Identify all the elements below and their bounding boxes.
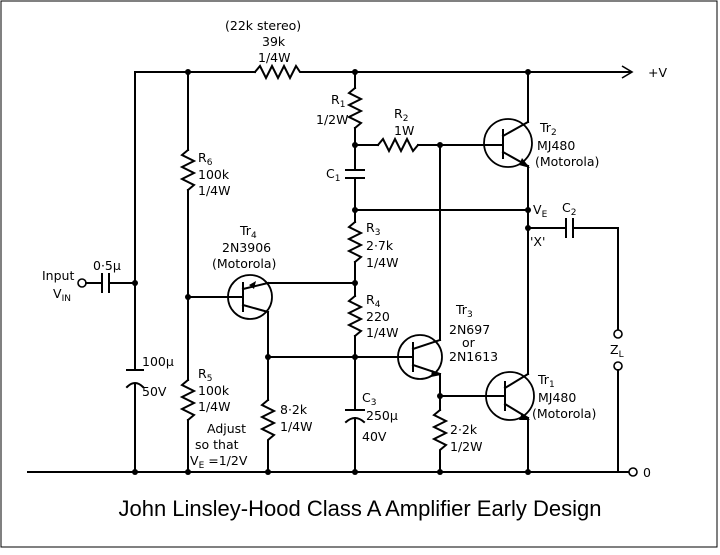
resistor-8k2	[259, 398, 277, 473]
tr3-label: Tr3	[455, 302, 473, 320]
c3-voltage: 40V	[362, 429, 387, 444]
r1-power: 1/2W	[316, 112, 348, 127]
c2-label: C2	[562, 200, 576, 218]
r-top-power: 1/4W	[258, 50, 290, 65]
transistor-tr2	[483, 118, 533, 168]
tr2-label: Tr2	[539, 120, 557, 138]
input-label: Input	[42, 268, 74, 283]
c1-label: C1	[326, 166, 340, 184]
transistor-tr3	[397, 334, 443, 380]
c-big-value: 100µ	[142, 354, 174, 369]
r22-value: 2·2k	[450, 422, 478, 437]
r1-label: R1	[331, 92, 345, 110]
c3-value: 250µ	[366, 408, 398, 423]
adjust-line3: VE =1/2V	[190, 453, 248, 471]
tr1-part: MJ480	[538, 390, 576, 405]
tr3-part2: 2N1613	[449, 349, 498, 364]
c-big-voltage: 50V	[142, 384, 167, 399]
r4-value: 220	[366, 309, 390, 324]
tr3-or: or	[462, 335, 476, 350]
vin-label: VIN	[53, 286, 71, 304]
tr4-make: (Motorola)	[212, 256, 276, 271]
junction-dots	[132, 69, 531, 475]
rail-plus-label: +V	[648, 65, 667, 80]
r4-power: 1/4W	[366, 325, 398, 340]
tr1-make: (Motorola)	[532, 406, 596, 421]
r-top-note: (22k stereo)	[225, 18, 301, 33]
tr4-part: 2N3906	[222, 240, 271, 255]
tr2-make: (Motorola)	[535, 154, 599, 169]
center-column	[344, 71, 366, 473]
ground-rail	[27, 467, 638, 477]
c3-label: C3	[362, 390, 376, 408]
r4-label: R4	[366, 292, 381, 310]
tr4-label: Tr4	[239, 223, 257, 241]
transistor-tr4	[227, 274, 273, 320]
r22-power: 1/2W	[450, 439, 482, 454]
r82-value: 8·2k	[280, 402, 308, 417]
output-capacitor-c2	[527, 218, 619, 331]
tr2-part: MJ480	[537, 138, 575, 153]
resistor-r2	[354, 136, 491, 154]
c-in-value: 0·5µ	[93, 258, 121, 273]
caption: John Linsley-Hood Class A Amplifier Earl…	[118, 496, 601, 521]
r6-value: 100k	[198, 167, 230, 182]
resistor-2k2	[431, 408, 449, 473]
adjust-line2: so that	[195, 437, 239, 452]
positive-rail	[134, 65, 634, 79]
point-x-label: 'X'	[530, 234, 545, 249]
r6-label: R6	[198, 150, 213, 168]
transistor-tr1	[485, 371, 535, 421]
tr1-label: Tr1	[537, 372, 555, 390]
r82-power: 1/4W	[280, 419, 312, 434]
resistor-39k	[253, 63, 306, 81]
r3-label: R3	[366, 220, 380, 238]
r3-power: 1/4W	[366, 255, 398, 270]
tr3-part1: 2N697	[449, 322, 490, 337]
r6-power: 1/4W	[198, 183, 230, 198]
r5-label: R5	[198, 366, 212, 384]
ground-label: 0	[643, 465, 651, 480]
left-feed-line	[125, 71, 145, 473]
r2-power: 1W	[394, 123, 414, 138]
adjust-line1: Adjust	[207, 421, 246, 436]
r5-value: 100k	[198, 383, 230, 398]
ve-label: VE	[533, 202, 548, 220]
r-top-value: 39k	[262, 34, 286, 49]
input-terminal	[77, 273, 136, 293]
zl-label: ZL	[610, 342, 624, 360]
r5-power: 1/4W	[198, 399, 230, 414]
r3-value: 2·7k	[366, 238, 394, 253]
load-zl	[613, 329, 623, 473]
r2-label: R2	[394, 106, 408, 124]
